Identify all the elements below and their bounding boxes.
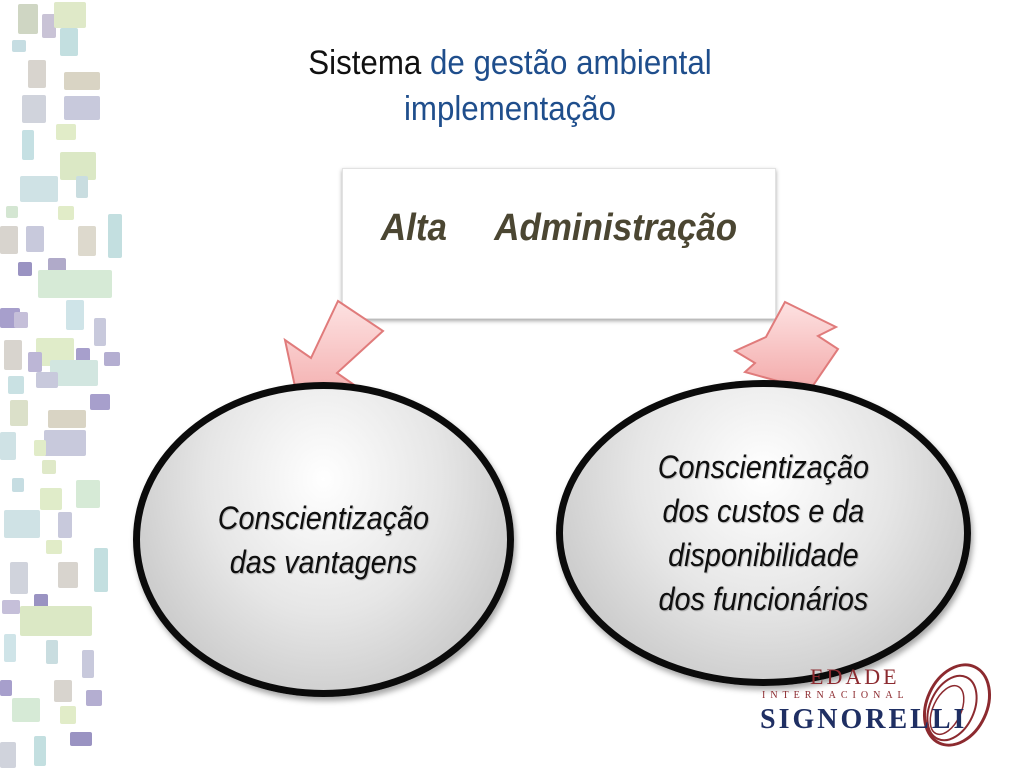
slide-title: Sistema de gestão ambiental implementaçã… xyxy=(225,40,795,132)
costs-awareness-node: Conscientização dos custos e da disponib… xyxy=(556,380,971,686)
signorelli-logo: EDADE INTERNACIONAL SIGNORELLI xyxy=(752,660,1002,750)
top-management-box: Alta Administração xyxy=(342,168,776,319)
decorative-tile-strip xyxy=(0,0,140,768)
costs-awareness-label: Conscientização dos custos e da disponib… xyxy=(657,449,870,617)
title-part-system: Sistema xyxy=(308,44,422,82)
logo-line-faculdade: EDADE xyxy=(810,664,900,689)
title-part-environmental: de gestão ambiental xyxy=(421,44,712,82)
logo-line-signorelli: SIGNORELLI xyxy=(760,704,968,735)
signorelli-swirl-logo-icon xyxy=(923,663,991,747)
top-management-label: Alta Administração xyxy=(380,207,738,249)
advantages-awareness-node: Conscientização das vantagens xyxy=(133,382,514,697)
advantages-awareness-label: Conscientização das vantagens xyxy=(217,499,430,580)
logo-line-internacional: INTERNACIONAL xyxy=(762,690,909,701)
title-line-implementation: implementação xyxy=(403,90,617,128)
